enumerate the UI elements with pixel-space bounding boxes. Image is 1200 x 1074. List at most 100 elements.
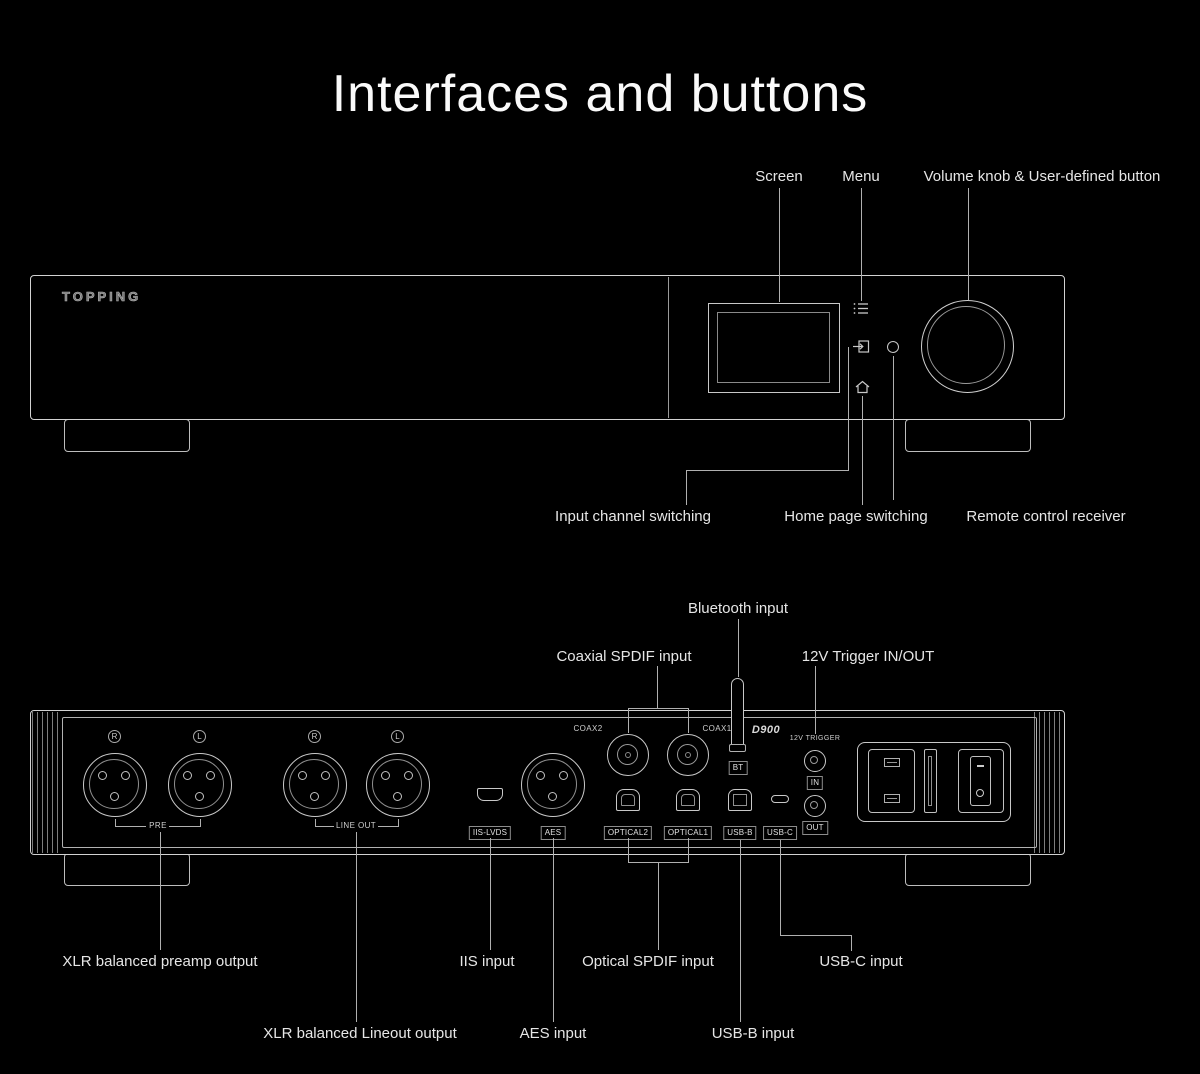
- jack-center: [810, 756, 818, 764]
- channel-marker-pre-l: L: [193, 730, 206, 743]
- xlr-pin: [381, 771, 390, 780]
- lineout-bracket-line: [315, 826, 334, 827]
- callout-line-optical-stem: [658, 862, 659, 950]
- lineout-bracket-tick: [315, 819, 316, 827]
- xlr-pin: [98, 771, 107, 780]
- bluetooth-antenna: [731, 678, 744, 746]
- usb-c-port: [771, 795, 789, 803]
- callout-line-trigger: [815, 666, 816, 734]
- antenna-base: [729, 744, 746, 752]
- port-label-usb-b: USB-B: [723, 826, 757, 840]
- xlr-pre-right: [83, 753, 147, 817]
- channel-marker-line-r: R: [308, 730, 321, 743]
- port-label-line-out: LINE OUT: [335, 821, 377, 830]
- callout-line-usb-c-1: [780, 840, 781, 935]
- xlr-lineout-left: [366, 753, 430, 817]
- front-panel-divider: [668, 277, 669, 418]
- callout-12v-trigger: 12V Trigger IN/OUT: [801, 648, 935, 665]
- callout-volume-knob: Volume knob & User-defined button: [923, 168, 1161, 185]
- lineout-bracket-tick: [398, 819, 399, 827]
- xlr-inner-ring: [288, 758, 339, 809]
- callout-optical-input: Optical SPDIF input: [582, 953, 714, 970]
- xlr-pin: [206, 771, 215, 780]
- brand-logo: TOPPING: [62, 289, 142, 305]
- ac-pin-slot: [884, 758, 900, 767]
- callout-line-optical1: [688, 838, 689, 862]
- callout-line-input-1: [848, 347, 849, 470]
- coax1-port: [667, 734, 709, 776]
- xlr-pin: [392, 792, 402, 801]
- fuse-holder: [924, 749, 937, 813]
- heatsink-fins-left: [32, 712, 61, 853]
- xlr-inner-ring: [371, 758, 422, 809]
- callout-lineout-output: XLR balanced Lineout output: [263, 1025, 457, 1042]
- callout-line-coax1: [688, 708, 689, 733]
- port-label-12v-trigger: 12V TRIGGER: [789, 735, 841, 742]
- aes-xlr-port: [521, 753, 585, 817]
- callout-line-lineout: [356, 832, 357, 1022]
- callout-line-coax-stem: [657, 666, 658, 708]
- channel-marker-line-l: L: [391, 730, 404, 743]
- callout-line-usb-b: [740, 840, 741, 1022]
- ac-pin-slot: [884, 794, 900, 803]
- callout-bluetooth: Bluetooth input: [687, 600, 789, 617]
- ac-pin: [887, 762, 897, 763]
- menu-icon: [853, 303, 868, 314]
- port-label-pre: PRE: [149, 821, 167, 830]
- pre-bracket-tick: [115, 819, 116, 827]
- callout-iis-input: IIS input: [459, 953, 515, 970]
- rca-ring: [677, 744, 698, 765]
- pre-bracket-line: [169, 826, 201, 827]
- page-title: Interfaces and buttons: [331, 65, 869, 123]
- display-screen-area: [717, 312, 830, 383]
- ac-module: [857, 742, 1011, 822]
- coax2-port: [607, 734, 649, 776]
- rca-center: [624, 751, 631, 758]
- callout-preamp-output: XLR balanced preamp output: [62, 953, 258, 970]
- trigger-in-jack: [804, 750, 826, 772]
- xlr-pin: [536, 771, 545, 780]
- callout-line-iis: [490, 838, 491, 950]
- callout-line-screen: [779, 188, 780, 302]
- fuse-slot: [928, 756, 932, 806]
- rca-center: [684, 751, 691, 758]
- power-off-mark: [976, 789, 984, 797]
- callout-line-optical2: [628, 838, 629, 862]
- power-rocker: [970, 756, 991, 806]
- callout-line-usb-c-2: [780, 935, 852, 936]
- callout-line-input-2: [686, 470, 849, 471]
- xlr-pin: [183, 771, 192, 780]
- usb-b-port: [728, 789, 752, 811]
- pre-bracket-line: [115, 826, 146, 827]
- callout-menu: Menu: [842, 168, 880, 185]
- callout-line-coax2: [628, 708, 629, 733]
- callout-screen: Screen: [755, 168, 803, 185]
- ac-inlet: [868, 749, 915, 813]
- xlr-pin: [547, 792, 557, 801]
- volume-knob: [921, 300, 1014, 393]
- xlr-lineout-right: [283, 753, 347, 817]
- pre-bracket-tick: [200, 819, 201, 827]
- port-label-coax1: COAX1: [702, 724, 732, 733]
- input-channel-icon: [853, 340, 870, 353]
- xlr-pin: [109, 792, 119, 801]
- xlr-pre-left: [168, 753, 232, 817]
- front-panel: [30, 275, 1065, 420]
- callout-home-page: Home page switching: [784, 508, 928, 525]
- model-logo: D900: [751, 724, 781, 736]
- callout-remote-receiver: Remote control receiver: [966, 508, 1126, 525]
- callout-aes-input: AES input: [519, 1025, 587, 1042]
- xlr-pin: [309, 792, 319, 801]
- callout-line-bluetooth: [738, 619, 739, 677]
- callout-line-usb-c-3: [851, 935, 852, 951]
- xlr-inner-ring: [88, 758, 139, 809]
- channel-marker-pre-r: R: [108, 730, 121, 743]
- callout-line-aes: [553, 838, 554, 1022]
- lineout-bracket-line: [378, 826, 399, 827]
- volume-knob-face: [927, 306, 1005, 384]
- callout-line-preamp: [160, 832, 161, 950]
- optical-inner: [681, 794, 695, 806]
- xlr-pin: [298, 771, 307, 780]
- port-label-trigger-out: OUT: [802, 821, 828, 835]
